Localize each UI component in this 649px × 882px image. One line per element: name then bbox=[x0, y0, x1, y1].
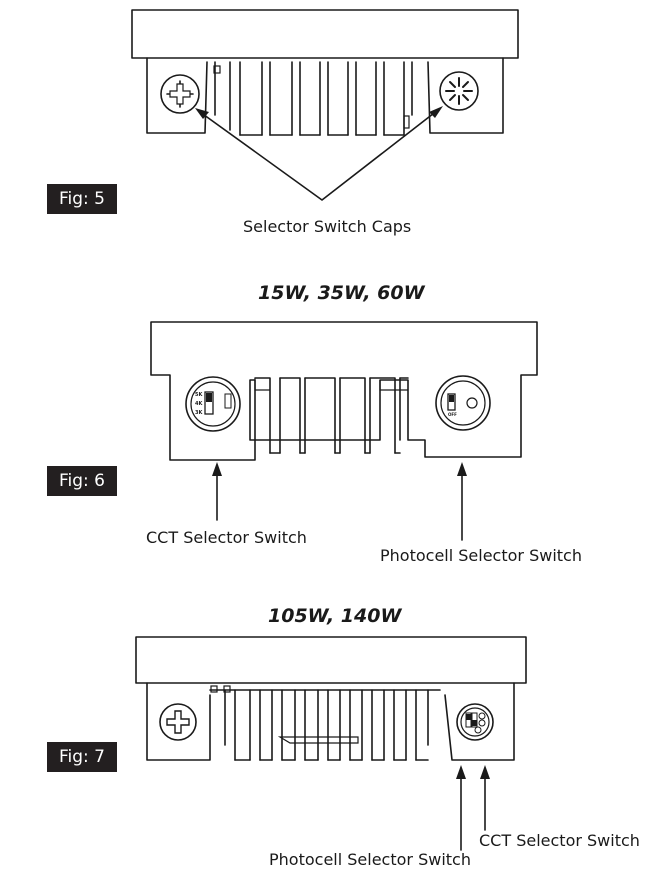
fig7-title: 105W, 140W bbox=[268, 605, 402, 627]
fig7-combined-switch bbox=[456, 703, 494, 741]
photocell-mark-off: OFF bbox=[448, 412, 457, 417]
fig6-callout-arrows bbox=[212, 462, 467, 541]
fig6-callout-cct: CCT Selector Switch bbox=[146, 528, 307, 547]
fig7-callout-photocell: Photocell Selector Switch bbox=[269, 850, 471, 869]
fig6-photocell-switch: OFF bbox=[435, 375, 491, 431]
fig6-label: Fig: 6 bbox=[47, 466, 117, 496]
cct-mark-5k: 5K bbox=[195, 392, 203, 398]
fig5-left-cap bbox=[160, 74, 200, 114]
fig5-heatsink bbox=[213, 61, 413, 136]
fig7-label: Fig: 7 bbox=[47, 742, 117, 772]
fig5-callout-arrows bbox=[195, 106, 443, 201]
fig7-heatsink bbox=[209, 685, 441, 761]
cct-mark-3k: 3K bbox=[195, 410, 203, 416]
fig5-fixture bbox=[131, 9, 519, 201]
fig6-heatsink bbox=[254, 377, 409, 454]
fig6-cct-switch: 5K 4K 3K bbox=[185, 376, 241, 432]
cct-mark-4k: 4K bbox=[195, 401, 203, 407]
fig5-label: Fig: 5 bbox=[47, 184, 117, 214]
fig5-callout-selector-switch-caps: Selector Switch Caps bbox=[243, 217, 412, 236]
fig6-callout-photocell: Photocell Selector Switch bbox=[380, 546, 582, 565]
fig6-fixture: 5K 4K 3K OFF bbox=[150, 321, 538, 541]
fig7-fixture bbox=[135, 636, 527, 851]
fig6-title: 15W, 35W, 60W bbox=[258, 282, 425, 304]
fig7-left-cap bbox=[159, 703, 197, 741]
fig5-right-cap bbox=[439, 71, 479, 111]
fig7-callout-arrows bbox=[456, 765, 490, 851]
fig7-callout-cct: CCT Selector Switch bbox=[479, 831, 640, 850]
